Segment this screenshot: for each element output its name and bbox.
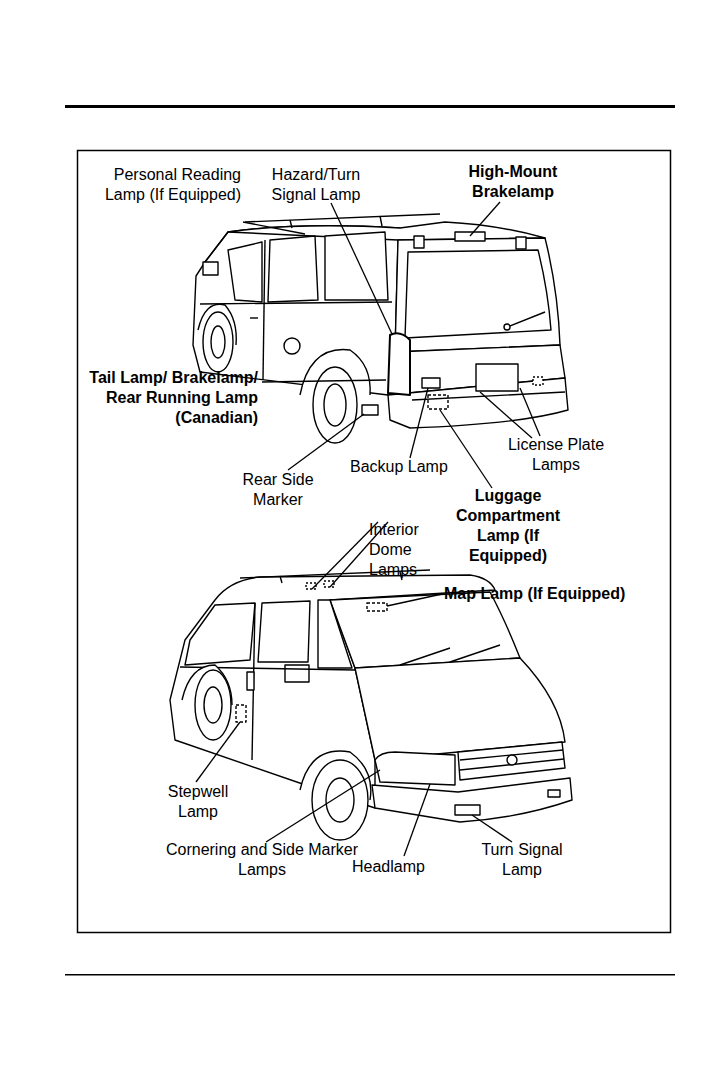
callout-label: Backup Lamp [350, 457, 460, 477]
front-van [170, 570, 572, 840]
callout-label: Luggage Compartment Lamp (If Equipped) [443, 486, 573, 566]
callout-label: Headlamp [352, 857, 452, 877]
top-rule [65, 105, 675, 108]
bottom-rule [65, 974, 675, 976]
callout-label: Cornering and Side Marker Lamps [162, 840, 362, 880]
rear-van [193, 214, 568, 443]
callout-label: Personal Reading Lamp (If Equipped) [91, 165, 241, 205]
callout-label: Rear Side Marker [232, 470, 324, 510]
callout-label: Stepwell Lamp [158, 782, 238, 822]
callout-label: Interior Dome Lamps [369, 520, 431, 580]
figure-frame [78, 151, 671, 933]
callout-label: High-Mount Brakelamp [453, 162, 573, 202]
callout-label: Tail Lamp/ Brakelamp/ Rear Running Lamp … [80, 368, 258, 428]
callout-label: Turn Signal Lamp [472, 840, 572, 880]
callout-label: Map Lamp (If Equipped) [444, 584, 666, 604]
callout-label: License Plate Lamps [491, 435, 621, 475]
callout-label: Hazard/Turn Signal Lamp [256, 165, 376, 205]
